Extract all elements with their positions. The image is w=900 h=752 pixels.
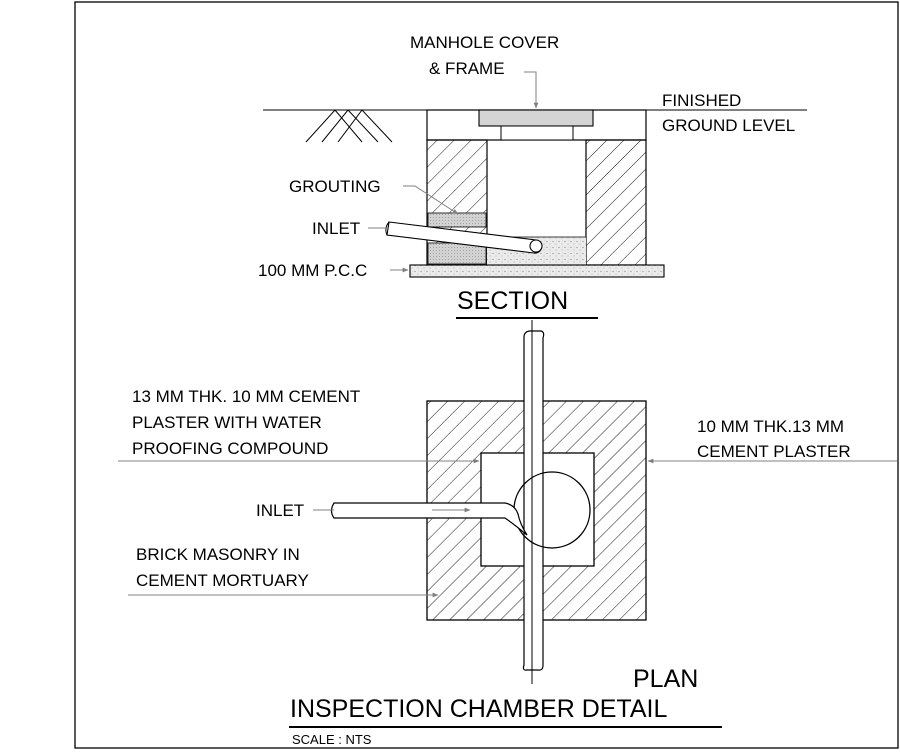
leader-manhole [524,71,539,109]
manhole-frame [500,125,574,141]
manhole-cover [478,109,594,127]
label-brick-line1: BRICK MASONRY IN [136,545,300,564]
label-finished-line2: GROUND LEVEL [662,116,795,135]
label-inner-plaster-line3: PROOFING COMPOUND [132,439,328,458]
grouting-upper [427,212,487,228]
scale-note: SCALE : NTS [292,732,372,747]
label-finished-line1: FINISHED [662,91,741,110]
label-grouting: GROUTING [289,177,381,196]
leader-grouting [403,185,459,215]
right-wall [585,139,647,266]
label-outer-plaster-line1: 10 MM THK.13 MM [697,417,844,436]
plan-inlet-pipe [330,502,528,536]
label-section-inlet: INLET [312,219,360,238]
section-heading: SECTION [457,287,568,315]
label-inner-plaster-line1: 13 MM THK. 10 MM CEMENT [132,387,360,406]
plan-view: 13 MM THK. 10 MM CEMENT PLASTER WITH WAT… [118,320,897,693]
drawing-title: INSPECTION CHAMBER DETAIL [290,695,667,723]
label-plan-inlet: INLET [256,501,304,520]
plan-heading: PLAN [633,665,698,693]
sheet-border [74,1,899,749]
section-view: MANHOLE COVER & FRAME FINISHED GROUND LE… [258,33,807,319]
label-pcc: 100 MM P.C.C [258,261,367,280]
label-outer-plaster-line2: CEMENT PLASTER [697,442,851,461]
label-inner-plaster-line2: PLASTER WITH WATER [132,413,322,432]
title-block: INSPECTION CHAMBER DETAIL SCALE : NTS [289,695,722,747]
label-manhole-line2: & FRAME [429,59,505,78]
pcc-base [409,264,665,278]
label-manhole-line1: MANHOLE COVER [410,33,559,52]
plan-vertical-pipe [522,330,545,671]
earth-symbol [305,109,393,143]
label-brick-line2: CEMENT MORTUARY [136,571,309,590]
